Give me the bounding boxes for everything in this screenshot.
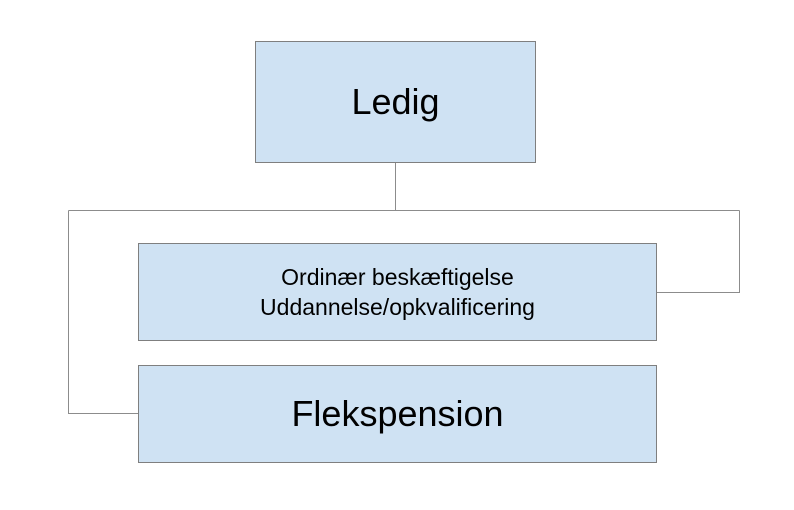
node-flekspension-label: Flekspension (291, 393, 504, 435)
node-education-label: Uddannelse/opkvalificering (260, 294, 535, 320)
node-flekspension: Flekspension (138, 365, 657, 463)
connector-right-branch (657, 210, 740, 293)
connector-left-branch (68, 210, 138, 414)
node-employment-label: Ordinær beskæftigelse (281, 264, 514, 290)
node-ledig-label: Ledig (351, 81, 440, 123)
node-employment-education: Ordinær beskæftigelse Uddannelse/opkvali… (138, 243, 657, 341)
node-ledig: Ledig (255, 41, 536, 163)
